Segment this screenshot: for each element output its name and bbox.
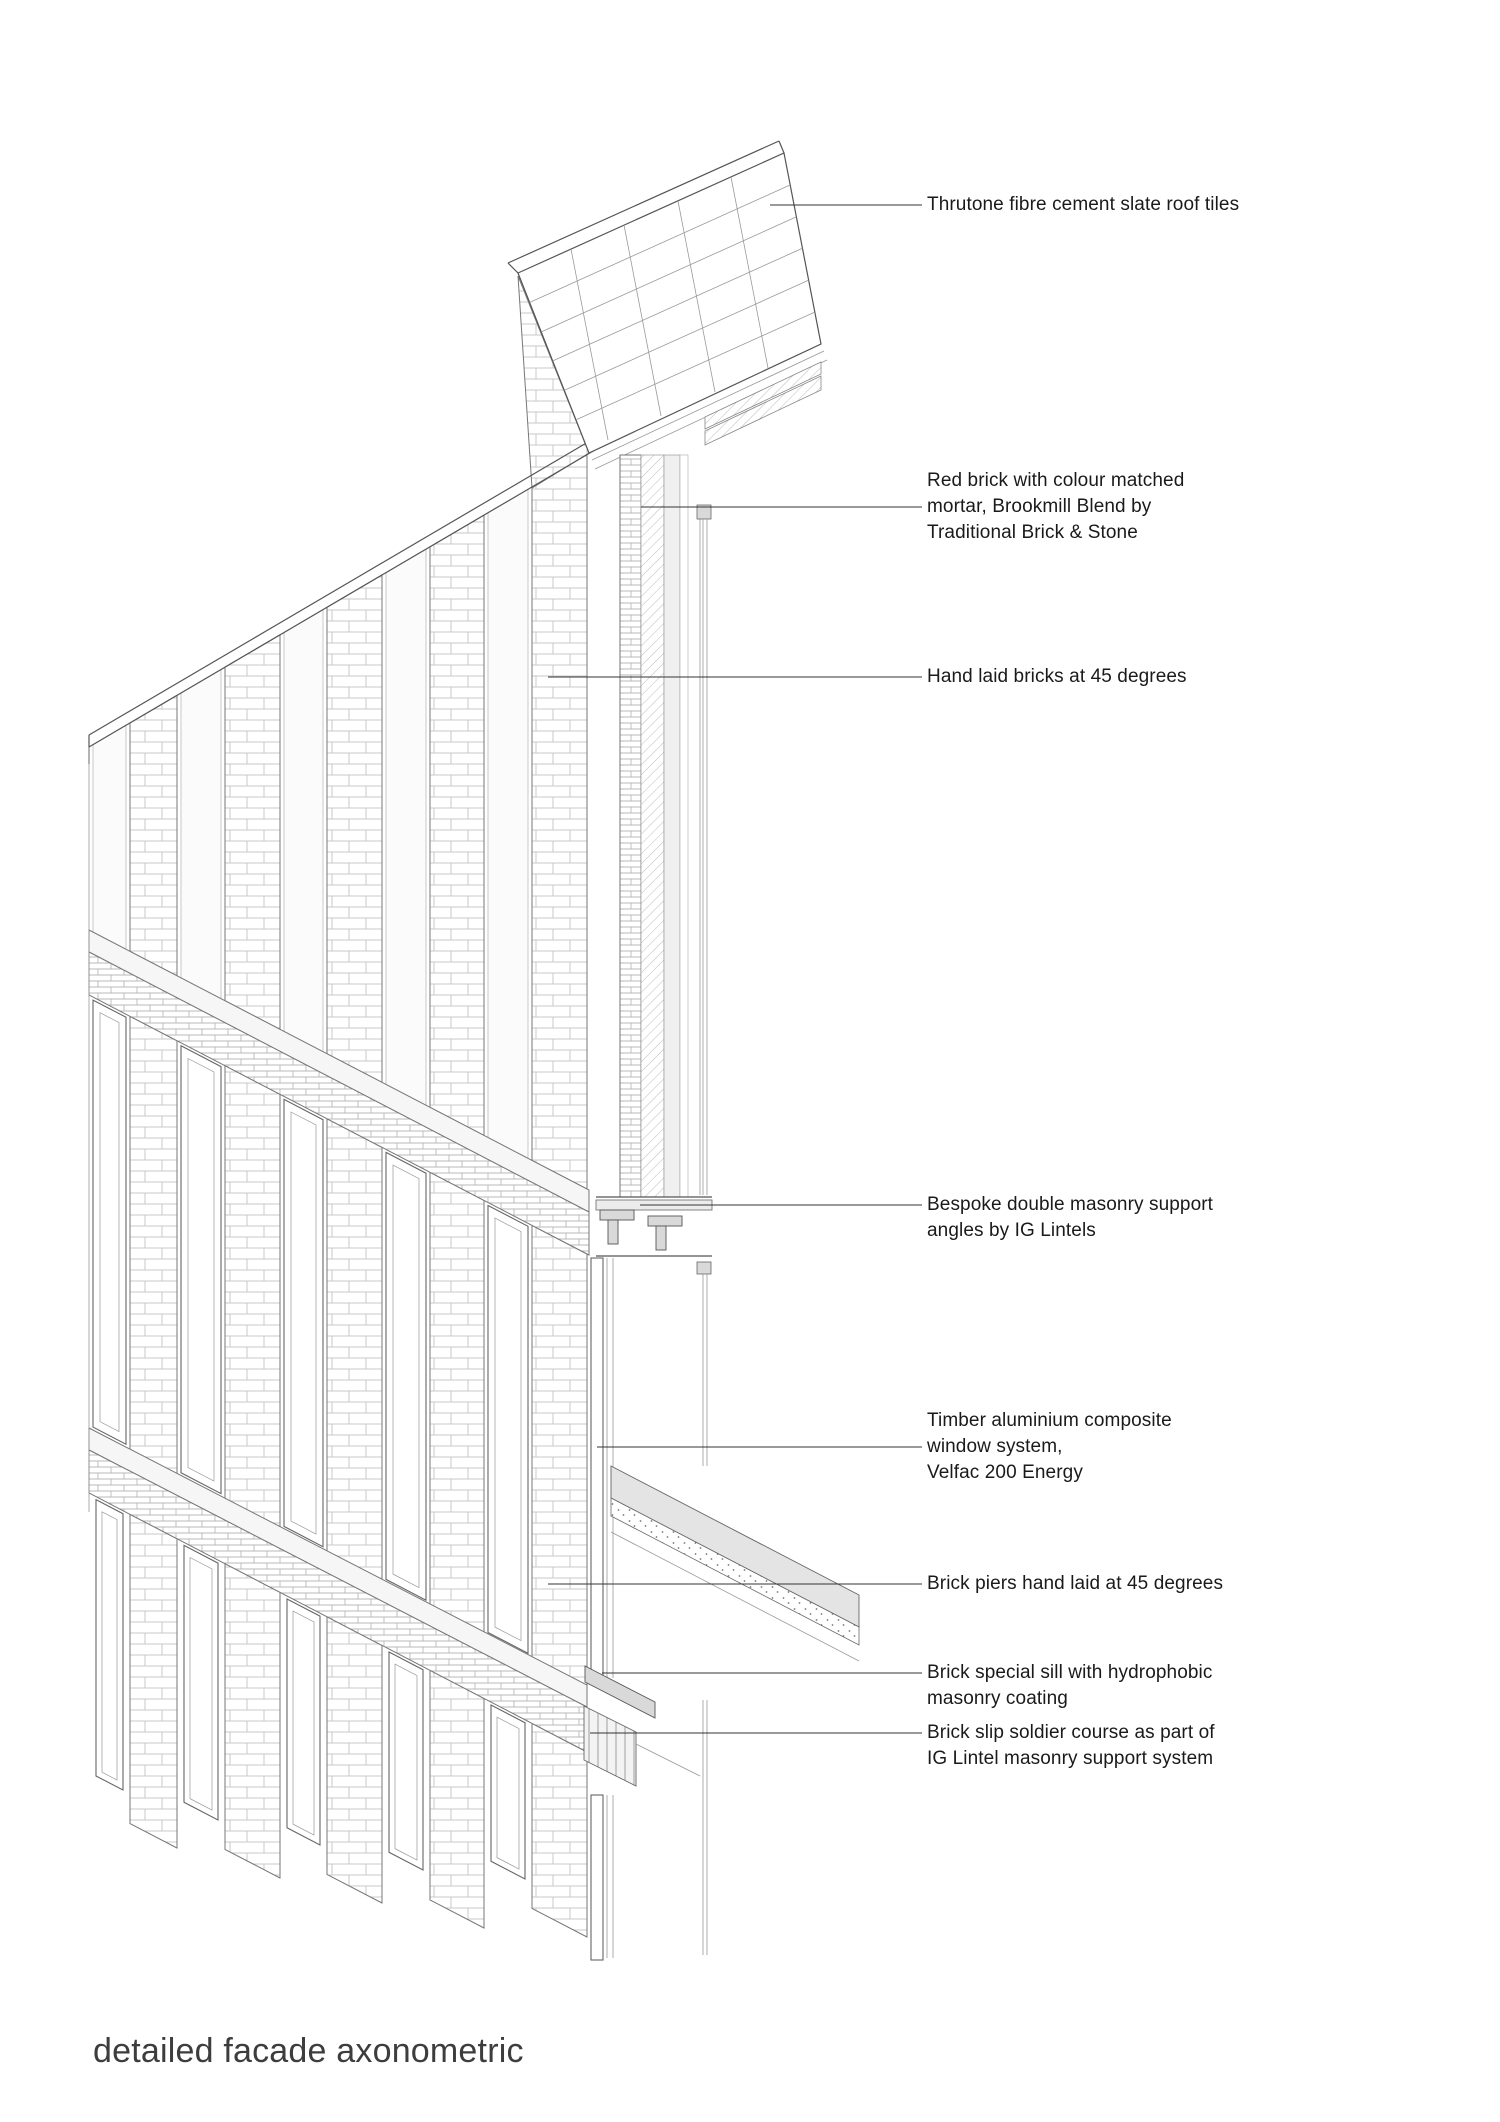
outer-brick-leaf (619, 454, 642, 1198)
annotation-window-system: Timber aluminium composite window system… (927, 1410, 1172, 1483)
eaves-detail (591, 350, 828, 470)
annotation-hand-laid-bricks: Hand laid bricks at 45 degrees (927, 666, 1187, 687)
inner-leaf (663, 454, 681, 1198)
soldier-course-section (583, 1705, 637, 1787)
bottom-window-section (590, 1700, 708, 1961)
window-section (590, 1257, 712, 1679)
ridge-cap (507, 140, 785, 274)
brick-sill-section (584, 1665, 656, 1719)
annotation-red-brick: Red brick with colour matched mortar, Br… (927, 470, 1185, 543)
roof-tile-grid (523, 176, 816, 441)
insulation-layer (640, 454, 665, 1198)
lining-layer (679, 454, 689, 1198)
gable-coping (88, 434, 601, 1512)
floor-slab (610, 1465, 860, 1662)
annotation-brick-piers: Brick piers hand laid at 45 degrees (927, 1573, 1224, 1594)
drawing-title: detailed facade axonometric (93, 2032, 524, 2070)
annotation-brick-slip-soldier: Brick slip soldier course as part of IG … (927, 1722, 1215, 1769)
leader-lines (548, 204, 922, 1734)
roof-plane (507, 140, 828, 470)
window-head (696, 504, 712, 520)
facade-piers-and-windows (92, 453, 588, 1938)
annotation-roof-tiles: Thrutone fibre cement slate roof tiles (927, 194, 1240, 215)
annotation-masonry-support-angles: Bespoke double masonry support angles by… (927, 1194, 1214, 1241)
window-frame-section (590, 1257, 604, 1679)
support-angle-detail (595, 1196, 713, 1257)
slab-concrete-edge (610, 1497, 860, 1646)
wall-section (619, 454, 712, 1198)
sill-detail (583, 1665, 701, 1787)
annotation-brick-sill: Brick special sill with hydrophobic maso… (927, 1662, 1213, 1709)
slab-top-surface (610, 1465, 860, 1628)
